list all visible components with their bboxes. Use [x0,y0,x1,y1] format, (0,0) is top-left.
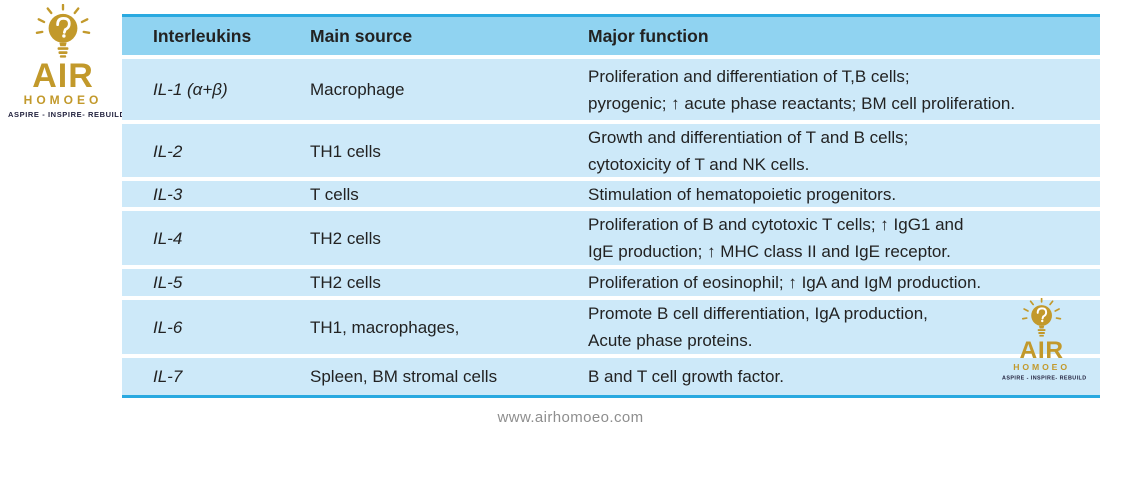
brand-tagline: ASPIRE - INSPIRE- REBUILD [8,110,126,119]
header-interleukins: Interleukins [153,25,252,46]
brand-name: AIR [32,57,94,95]
interleukin-name: IL-1 (α+β) [153,80,228,99]
brand-subname: HOMOEO [23,93,103,107]
major-function: Growth and differentiation of T and B ce… [588,128,909,174]
table-row-il-4: IL-4 TH2 cells Proliferation of B and cy… [122,211,1100,265]
interleukin-name: IL-2 [153,141,183,161]
main-source: TH2 cells [310,273,381,292]
brand-name: AIR [1019,336,1064,364]
major-function: Proliferation and differentiation of T,B… [588,66,1016,113]
main-source: TH1 cells [310,141,381,161]
major-function: Proliferation of eosinophil; ↑ IgA and I… [588,273,982,292]
table-row-il-6: IL-6 TH1, macrophages, Promote B cell di… [122,300,1100,354]
main-source: T cells [310,185,359,204]
interleukin-name: IL-4 [153,228,183,248]
brand-logo: AIR HOMOEO ASPIRE - INSPIRE- REBUILD [8,4,126,119]
interleukins-table: Interleukins Main source Major function … [122,14,1100,398]
interleukin-name: IL-5 [153,273,183,292]
main-source: Spleen, BM stromal cells [310,367,498,386]
website-url: www.airhomoeo.com [497,409,644,426]
table-row-il-5: IL-5 TH2 cells Proliferation of eosinoph… [122,269,1100,296]
watermark-logo: AIR HOMOEO ASPIRE - INSPIRE- REBUILD [1002,298,1087,381]
major-function: B and T cell growth factor. [588,367,784,386]
header-major-function: Major function [588,25,709,46]
main-source: TH2 cells [310,228,381,248]
table-row-il-1: IL-1 (α+β) Macrophage Proliferation and … [122,59,1100,120]
lightbulb-icon [35,4,91,58]
main-source: Macrophage [310,80,405,99]
main-source: TH1, macrophages, [310,317,460,337]
table-row-il-7: IL-7 Spleen, BM stromal cells B and T ce… [122,358,1100,395]
major-function: Stimulation of hematopoietic progenitors… [588,185,897,204]
interleukin-name: IL-6 [153,317,183,337]
major-function: Promote B cell differentiation, IgA prod… [588,304,928,350]
interleukin-name: IL-7 [153,367,183,386]
major-function: Proliferation of B and cytotoxic T cells… [588,215,964,261]
header-main-source: Main source [310,25,413,46]
brand-tagline: ASPIRE - INSPIRE- REBUILD [1002,374,1087,381]
table-row-il-2: IL-2 TH1 cells Growth and differentiatio… [122,124,1100,177]
lightbulb-icon [1021,298,1062,337]
brand-subname: HOMOEO [1013,362,1070,373]
table-row-il-3: IL-3 T cells Stimulation of hematopoieti… [122,181,1100,207]
interleukin-name: IL-3 [153,185,183,204]
table-header-row: Interleukins Main source Major function [122,17,1100,55]
